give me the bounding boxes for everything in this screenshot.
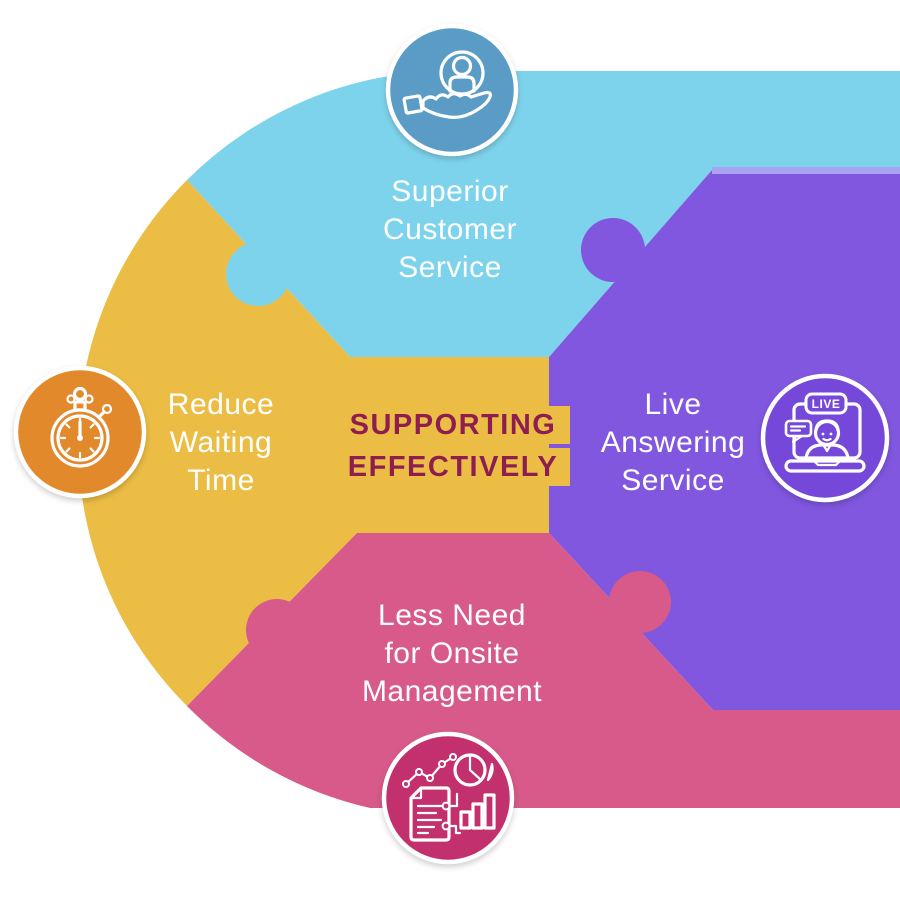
stopwatch-icon <box>13 365 147 499</box>
live-answering-icon: LIVE <box>760 373 890 503</box>
connector-node-top <box>441 801 451 811</box>
label-superior-customer-service: Superior Customer Service <box>382 175 518 284</box>
agent-eye-right <box>829 432 833 436</box>
center-title-line1: SUPPORTING <box>336 406 570 444</box>
puzzle-piece-bottom <box>187 533 900 808</box>
agent-shoulders <box>804 443 850 460</box>
analytics-icon <box>381 731 515 865</box>
live-badge-text: LIVE <box>812 397 841 411</box>
stopwatch-hub <box>77 435 83 441</box>
puzzle-knob-bottom-into-left <box>246 599 308 661</box>
center-title: SUPPORTING EFFECTIVELY <box>336 406 570 490</box>
open-hand <box>421 90 492 119</box>
agent-smile <box>822 437 832 442</box>
label-less-need-onsite-management: Less Need for Onsite Management <box>361 599 543 708</box>
puzzle-piece-left <box>78 180 550 706</box>
document-fold <box>409 786 423 800</box>
customer-care-icon <box>385 23 519 157</box>
puzzle-knob-right-into-top <box>581 218 645 282</box>
person-torso <box>448 75 476 93</box>
puzzle-knob-bottom-into-right <box>609 571 671 633</box>
laptop-base <box>784 459 866 473</box>
stopwatch-side-button-stem <box>97 410 106 419</box>
pie-chart-radii <box>468 753 483 782</box>
stopwatch-dial <box>56 414 104 462</box>
document-outline <box>409 786 451 842</box>
label-live-answering-service: Live Answering Service <box>600 388 746 497</box>
laptop-base-notch <box>812 459 842 467</box>
agent-hair <box>814 419 840 432</box>
pie-chart-slice <box>486 762 494 782</box>
puzzle-piece-right-highlight-strip <box>712 167 900 174</box>
stopwatch-winder-left <box>66 394 76 404</box>
connector-top <box>447 792 459 808</box>
stopwatch-winder <box>72 386 88 402</box>
label-reduce-waiting-time: Reduce Waiting Time <box>167 388 275 497</box>
hand-cuff <box>402 94 424 115</box>
puzzle-piece-top <box>187 71 900 357</box>
trend-line-dots <box>402 753 457 788</box>
document-lines <box>416 804 443 835</box>
stopwatch-winder-right <box>84 394 94 404</box>
stopwatch-stem <box>73 400 87 412</box>
speech-bubble-tail <box>791 434 804 444</box>
agent-collar <box>822 444 832 453</box>
connector-node-bottom <box>441 821 451 831</box>
agent-eye-left <box>821 432 825 436</box>
puzzle-knob-top-into-left <box>226 242 290 306</box>
center-title-line2: EFFECTIVELY <box>336 448 570 486</box>
connector-bottom <box>447 824 462 835</box>
speech-bubble <box>784 419 813 438</box>
person-head <box>451 55 473 77</box>
stopwatch-side-button <box>101 403 113 415</box>
live-badge <box>804 392 848 415</box>
bar-chart <box>459 793 496 830</box>
